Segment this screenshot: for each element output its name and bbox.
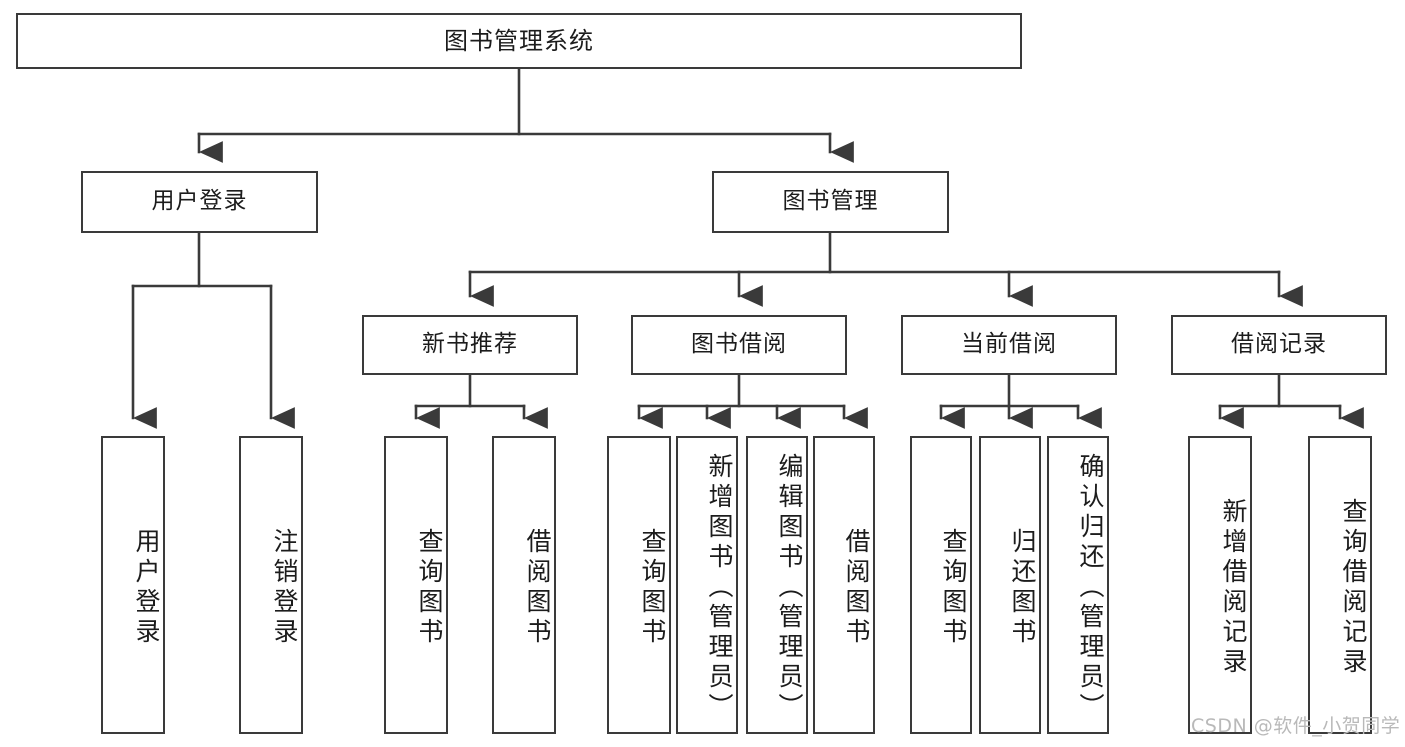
node-label: 当前借阅	[961, 331, 1057, 358]
leaf-book-borrow-borrow-book[interactable]: 借阅图书	[813, 436, 875, 734]
node-label: 查询图书	[939, 528, 968, 648]
node-label: 用户登录	[151, 188, 248, 215]
node-new-book-recommend[interactable]: 新书推荐	[362, 315, 578, 375]
node-label: 用户登录	[132, 528, 161, 648]
leaf-borrow-record-add-record[interactable]: 新增借阅记录	[1188, 436, 1252, 734]
node-label: 查询借阅记录	[1339, 498, 1368, 678]
leaf-new-book-borrow-book[interactable]: 借阅图书	[492, 436, 556, 734]
node-borrow-record[interactable]: 借阅记录	[1171, 315, 1387, 375]
node-book-management[interactable]: 图书管理	[712, 171, 949, 233]
leaf-current-borrow-query-book[interactable]: 查询图书	[910, 436, 972, 734]
node-label: 借阅记录	[1231, 331, 1327, 358]
node-current-borrow[interactable]: 当前借阅	[901, 315, 1117, 375]
node-label: 新增图书（管理员）	[705, 453, 734, 723]
leaf-user-login-logout[interactable]: 注销登录	[239, 436, 303, 734]
node-user-login[interactable]: 用户登录	[81, 171, 318, 233]
leaf-user-login-login[interactable]: 用户登录	[101, 436, 165, 734]
node-label: 借阅图书	[842, 528, 871, 648]
leaf-book-borrow-edit-book-admin[interactable]: 编辑图书（管理员）	[746, 436, 808, 734]
node-root-system[interactable]: 图书管理系统	[16, 13, 1022, 69]
node-label: 图书管理	[782, 188, 879, 215]
watermark-csdn: CSDN @软件_小贺同学	[1191, 715, 1401, 737]
node-label: 新书推荐	[422, 331, 518, 358]
node-label: 确认归还（管理员）	[1076, 453, 1105, 723]
leaf-current-borrow-return-book[interactable]: 归还图书	[979, 436, 1041, 734]
leaf-book-borrow-query-book[interactable]: 查询图书	[607, 436, 671, 734]
leaf-new-book-query-book[interactable]: 查询图书	[384, 436, 448, 734]
node-label: 图书借阅	[691, 331, 787, 358]
leaf-book-borrow-add-book-admin[interactable]: 新增图书（管理员）	[676, 436, 738, 734]
leaf-current-borrow-confirm-return-admin[interactable]: 确认归还（管理员）	[1047, 436, 1109, 734]
node-label: 查询图书	[638, 528, 667, 648]
node-label: 注销登录	[270, 528, 299, 648]
node-label: 编辑图书（管理员）	[775, 453, 804, 723]
node-book-borrow[interactable]: 图书借阅	[631, 315, 847, 375]
node-label: 图书管理系统	[444, 26, 594, 55]
leaf-borrow-record-query-record[interactable]: 查询借阅记录	[1308, 436, 1372, 734]
node-label: 归还图书	[1008, 528, 1037, 648]
node-label: 新增借阅记录	[1219, 498, 1248, 678]
node-label: 查询图书	[415, 528, 444, 648]
node-label: 借阅图书	[523, 528, 552, 648]
